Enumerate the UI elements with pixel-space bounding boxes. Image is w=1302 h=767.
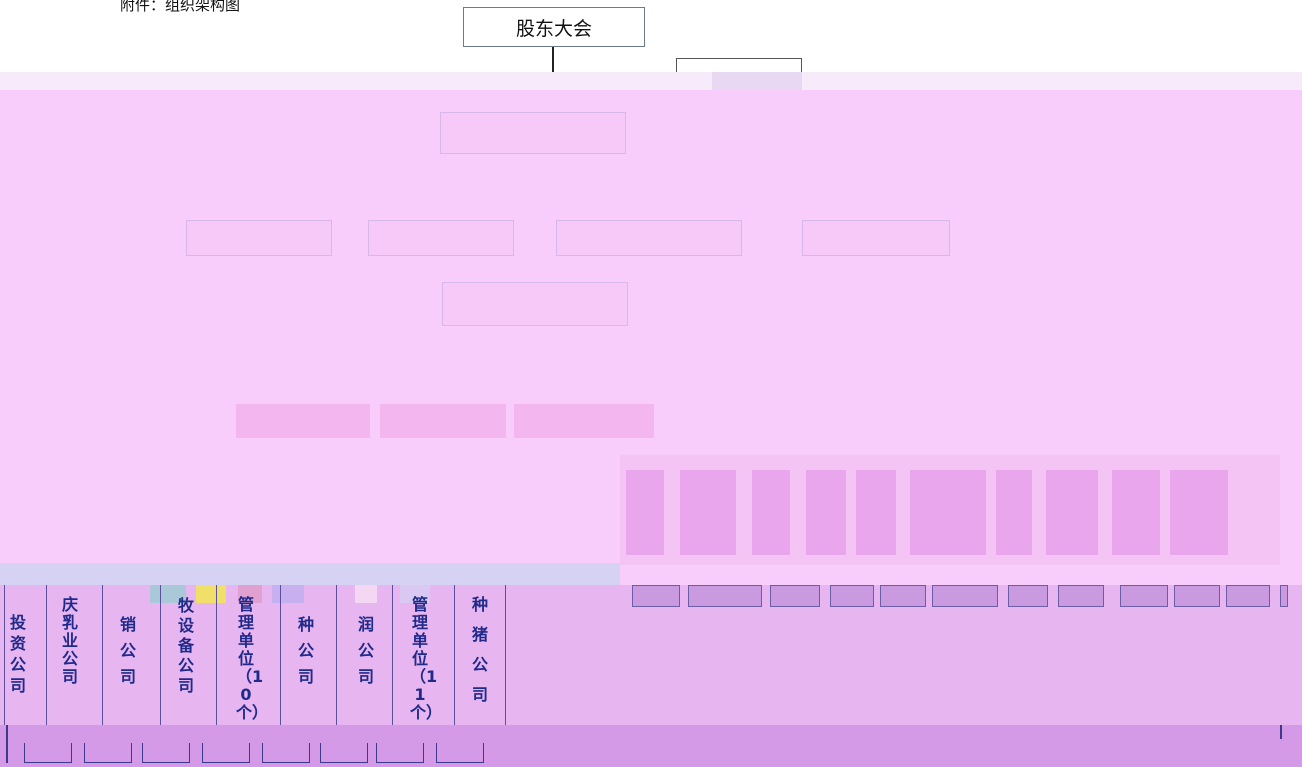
unit-box xyxy=(1226,585,1270,607)
bottom-box xyxy=(320,743,368,763)
unit-label-sales: 销公司 xyxy=(119,615,136,686)
noise-fragment xyxy=(150,585,186,603)
ghost-node xyxy=(368,220,514,256)
unit-box xyxy=(1008,585,1048,607)
unit-label-investment: 投资公司 xyxy=(9,613,26,695)
ghost-node xyxy=(802,220,950,256)
unit-column xyxy=(454,585,506,725)
bottom-box xyxy=(262,743,310,763)
unit-label-management-10: 管理单位（10个） xyxy=(236,595,269,722)
ghost-node-pink xyxy=(380,404,506,438)
corrupted-fragment xyxy=(712,72,802,90)
unit-label-management-11: 管理单位（11个） xyxy=(410,595,443,722)
unit-column xyxy=(102,585,160,725)
bottom-box xyxy=(84,743,132,763)
side-node-box xyxy=(676,58,802,73)
ghost-node xyxy=(186,220,332,256)
unit-label-breeding: 种公司 xyxy=(297,615,314,686)
corrupted-band-top xyxy=(0,72,1302,90)
corrupted-column xyxy=(1046,470,1098,555)
document-caption: 附件：组织架构图 xyxy=(120,0,241,14)
unit-column xyxy=(392,585,454,725)
ghost-node-pink xyxy=(514,404,654,438)
corrupted-column xyxy=(856,470,896,555)
unit-box xyxy=(1174,585,1220,607)
ghost-node xyxy=(556,220,742,256)
bottom-box xyxy=(436,743,484,763)
unit-column xyxy=(46,585,102,725)
ghost-node-board xyxy=(440,112,626,154)
noise-fragment xyxy=(400,585,430,603)
unit-box xyxy=(1058,585,1104,607)
bottom-box xyxy=(202,743,250,763)
corrupted-band-cyan xyxy=(0,563,620,585)
unit-box xyxy=(1280,585,1288,607)
unit-box xyxy=(1120,585,1168,607)
unit-column xyxy=(336,585,392,725)
ghost-node xyxy=(442,282,628,326)
corrupted-column xyxy=(752,470,790,555)
corrupted-column xyxy=(626,470,664,555)
corrupted-column xyxy=(1170,470,1228,555)
bottom-connector xyxy=(1280,725,1282,739)
unit-box xyxy=(880,585,926,607)
unit-box xyxy=(688,585,762,607)
org-node-shareholders-meeting: 股东大会 xyxy=(463,7,645,47)
corrupted-column xyxy=(806,470,846,555)
bottom-box xyxy=(376,743,424,763)
unit-label-dairy: 庆乳业公司 xyxy=(61,595,78,686)
corrupted-column xyxy=(996,470,1032,555)
noise-fragment xyxy=(238,585,262,603)
unit-column xyxy=(160,585,216,725)
unit-label-run: 润公司 xyxy=(357,615,374,686)
unit-label-equipment: 牧设备公司 xyxy=(177,596,194,695)
corrupted-column xyxy=(680,470,736,555)
noise-fragment xyxy=(196,585,226,603)
unit-label-pig-breeding: 种猪公司 xyxy=(471,595,488,704)
bottom-box xyxy=(142,743,190,763)
corrupted-column xyxy=(910,470,986,555)
bottom-box xyxy=(24,743,72,763)
unit-box xyxy=(932,585,998,607)
corrupted-column xyxy=(1112,470,1160,555)
unit-column xyxy=(4,585,46,725)
unit-column xyxy=(280,585,336,725)
ghost-node-pink xyxy=(236,404,370,438)
unit-box xyxy=(770,585,820,607)
unit-box xyxy=(830,585,874,607)
connector-line xyxy=(552,47,554,73)
bottom-connector xyxy=(6,725,8,763)
corrupted-band-lower xyxy=(0,585,1302,725)
noise-fragment xyxy=(355,585,377,603)
unit-column xyxy=(216,585,280,725)
unit-box xyxy=(632,585,680,607)
corrupted-band-bottom xyxy=(0,725,1302,767)
